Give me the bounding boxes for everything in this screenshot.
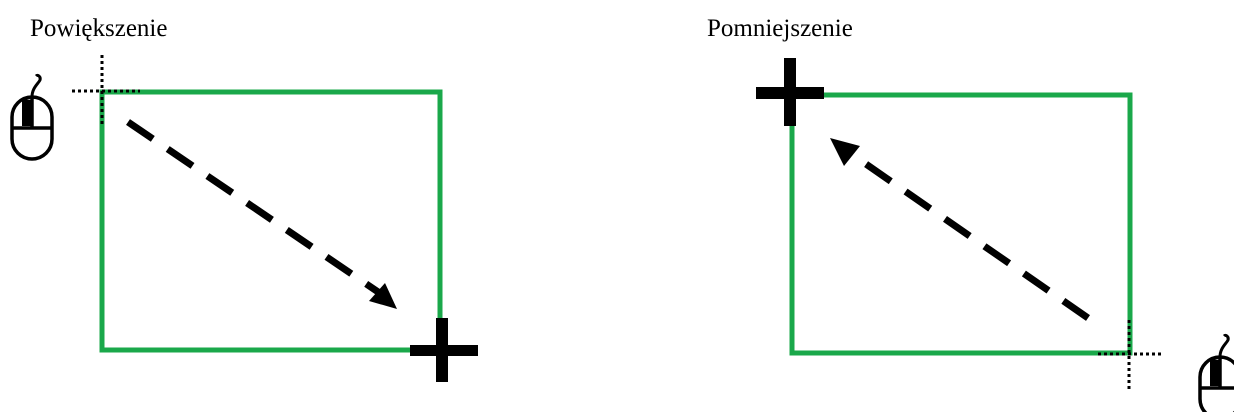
- zoom-in-start-dotted-crosshair-icon: [72, 55, 140, 125]
- zoom-out-start-dotted-crosshair-icon: [1098, 320, 1164, 392]
- zoom-out-selection-rect: [789, 92, 1133, 356]
- zoom-in-selection-rect: [99, 89, 443, 353]
- zoom-out-mouse-icon: [1198, 333, 1234, 412]
- zoom-in-title: Powiększenie: [30, 15, 168, 42]
- zoom-in-mouse-icon: [10, 73, 54, 161]
- zoom-in-panel: [10, 55, 478, 382]
- zoom-out-end-crosshair-icon: [756, 58, 824, 126]
- zoom-out-panel: [756, 58, 1234, 412]
- zoom-out-drag-arrow: [830, 138, 1090, 321]
- zoom-in-drag-arrow: [126, 119, 397, 309]
- zoom-out-title: Pomniejszenie: [707, 15, 853, 42]
- zoom-in-end-crosshair-icon: [410, 318, 478, 382]
